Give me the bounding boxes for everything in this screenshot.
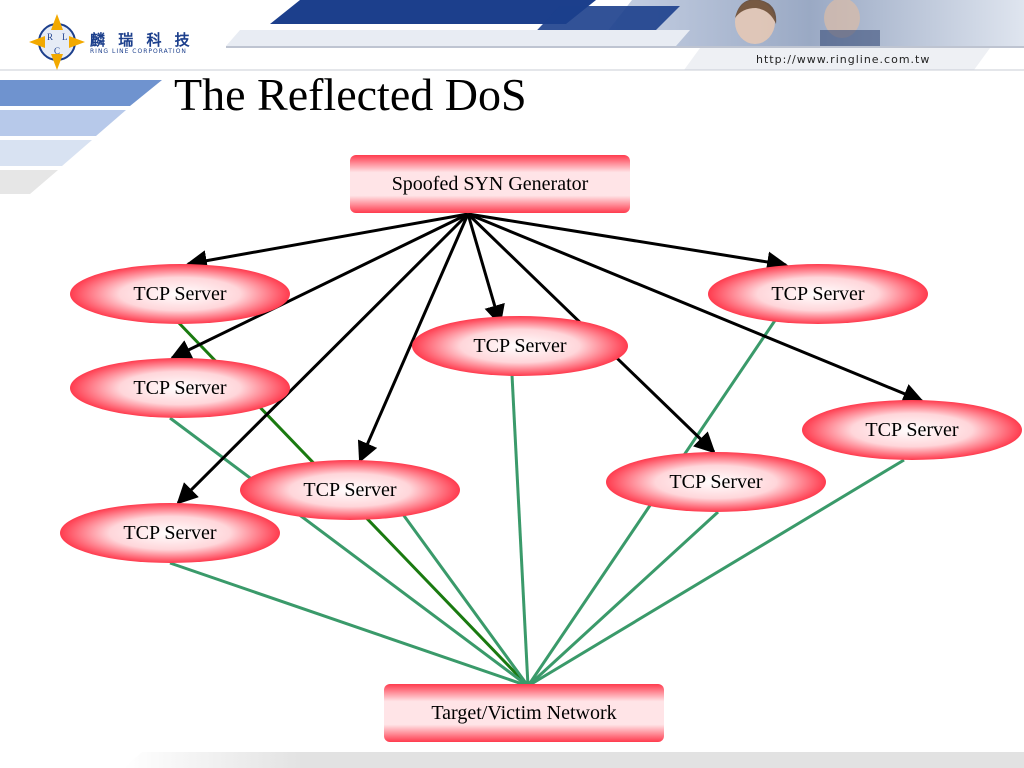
- edge-generator-to-s2: [170, 212, 469, 360]
- edge-s3-to-victim: [169, 561, 529, 688]
- banner-stripe-dark: [270, 0, 596, 24]
- photo-figure-right: [824, 0, 860, 38]
- svg-text:C: C: [54, 46, 60, 56]
- edge-s4-to-victim: [400, 512, 530, 687]
- logo-company-en: RING LINE CORPORATION: [90, 48, 187, 55]
- edge-generator-to-s4: [357, 213, 470, 463]
- logo-emblem: R L C: [29, 14, 85, 70]
- tcp-server-label-4: TCP Server: [303, 479, 397, 501]
- tcp-server-node-2: [70, 358, 290, 418]
- tcp-server-node-3: [60, 503, 280, 563]
- edge-generator-to-s1: [185, 212, 469, 272]
- banner-stripe-photo: [596, 0, 1024, 46]
- tcp-server-label-7: TCP Server: [771, 283, 865, 305]
- edge-generator-to-s8: [467, 212, 924, 404]
- header-url-band: [684, 48, 990, 70]
- victim-node: [384, 684, 664, 742]
- photo-figure-body: [820, 30, 880, 46]
- tcp-server-label-2: TCP Server: [133, 377, 227, 399]
- side-band-blue: [0, 80, 162, 106]
- side-band-gray: [0, 170, 58, 194]
- svg-text:R: R: [47, 32, 53, 42]
- tcp-server-node-1: [70, 264, 290, 324]
- side-band-pale: [0, 110, 126, 136]
- tcp-server-node-4: [240, 460, 460, 520]
- tcp-server-label-1: TCP Server: [133, 283, 227, 305]
- side-band-paler: [0, 140, 92, 166]
- footer-band: [124, 752, 1024, 768]
- generator-label: Spoofed SYN Generator: [391, 173, 589, 195]
- generator-node: [350, 155, 630, 213]
- header-url[interactable]: http://www.ringline.com.tw: [756, 53, 931, 66]
- victim-label: Target/Victim Network: [431, 702, 617, 724]
- tcp-server-node-5: [412, 316, 628, 376]
- tcp-server-label-5: TCP Server: [473, 335, 567, 357]
- tcp-server-label-6: TCP Server: [669, 471, 763, 493]
- logo-company-cn: 麟 瑞 科 技: [90, 31, 194, 49]
- edge-s2-to-victim: [169, 416, 529, 688]
- photo-figure-left-hair: [735, 0, 777, 24]
- edge-s6-to-victim: [526, 510, 720, 688]
- edge-s8-to-victim: [527, 458, 905, 688]
- slide-title: The Reflected DoS: [174, 69, 527, 120]
- edge-generator-to-s3: [176, 212, 470, 505]
- edge-generator-to-s5: [466, 213, 505, 327]
- tcp-server-label-8: TCP Server: [865, 419, 959, 441]
- tcp-server-node-7: [708, 264, 928, 324]
- tcp-server-label-3: TCP Server: [123, 522, 217, 544]
- tcp-server-node-8: [802, 400, 1022, 460]
- banner-stripe-light: [226, 30, 690, 46]
- edge-s5-to-victim: [510, 374, 530, 687]
- nodes-layer: [60, 155, 1022, 742]
- svg-text:L: L: [62, 32, 68, 42]
- photo-figure-left: [735, 0, 775, 44]
- edge-generator-to-s7: [467, 212, 789, 273]
- tcp-server-node-6: [606, 452, 826, 512]
